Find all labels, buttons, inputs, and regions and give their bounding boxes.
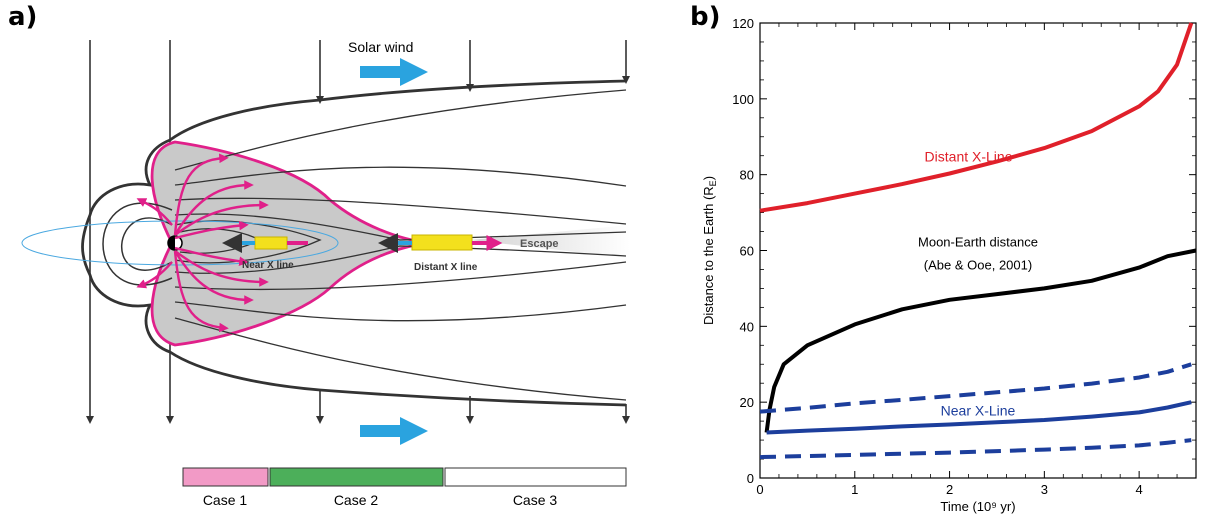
case-3-bar <box>444 467 627 487</box>
moon-orbit <box>21 220 339 266</box>
x-axis-label: Time (10⁹ yr) <box>940 499 1015 514</box>
near-x-line-label: Near X line <box>242 260 294 271</box>
ion-outflow-arrows <box>136 153 269 333</box>
y-tick-label: 100 <box>732 92 754 107</box>
distant-x-line-bar <box>411 234 473 251</box>
magnetosphere-diagram: Solar wind Escape Near X line Distant X … <box>21 39 630 508</box>
case-1-label: Case 1 <box>203 492 248 508</box>
x-tick-label: 4 <box>1136 482 1143 497</box>
x-tick-label: 1 <box>851 482 858 497</box>
series-moon <box>764 248 1197 433</box>
panel-b-label: b) <box>690 2 721 32</box>
y-tick-label: 80 <box>740 168 754 183</box>
annotation-moon-ref: (Abe & Ooe, 2001) <box>924 257 1032 272</box>
case-2-label: Case 2 <box>334 492 379 508</box>
annotation-near-x-line: Near X-Line <box>941 402 1016 418</box>
case-2-bar <box>269 467 444 487</box>
chart-series <box>759 22 1197 460</box>
solar-wind-label: Solar wind <box>348 39 413 55</box>
series-distant <box>759 22 1194 213</box>
y-axis-label: Distance to the Earth (RE) <box>701 176 718 325</box>
panel-a-label: a) <box>8 2 38 32</box>
case-3-label: Case 3 <box>513 492 558 508</box>
x-tick-label: 2 <box>946 482 953 497</box>
y-tick-label: 20 <box>740 395 754 410</box>
series-near-lower <box>759 438 1192 460</box>
x-tick-label: 3 <box>1041 482 1048 497</box>
x-tick-label: 0 <box>756 482 763 497</box>
y-tick-label: 0 <box>747 471 754 486</box>
near-x-line-bar <box>254 236 288 250</box>
case-1-bar <box>182 467 269 487</box>
solar-wind-arrows <box>360 58 428 445</box>
magnetopause-lower <box>169 350 627 407</box>
series-near-upper <box>759 362 1192 414</box>
distant-x-line-label: Distant X line <box>414 262 478 273</box>
y-tick-label: 40 <box>740 319 754 334</box>
annotation-distant-x-line: Distant X-Line <box>925 148 1013 164</box>
magnetopause-upper <box>169 79 627 142</box>
escape-label: Escape <box>520 238 559 250</box>
magnetopause-nose <box>81 138 171 354</box>
annotation-moon-earth: Moon-Earth distance <box>918 235 1038 250</box>
series-near <box>766 400 1192 435</box>
y-tick-label: 60 <box>740 244 754 259</box>
y-tick-label: 120 <box>732 16 754 31</box>
